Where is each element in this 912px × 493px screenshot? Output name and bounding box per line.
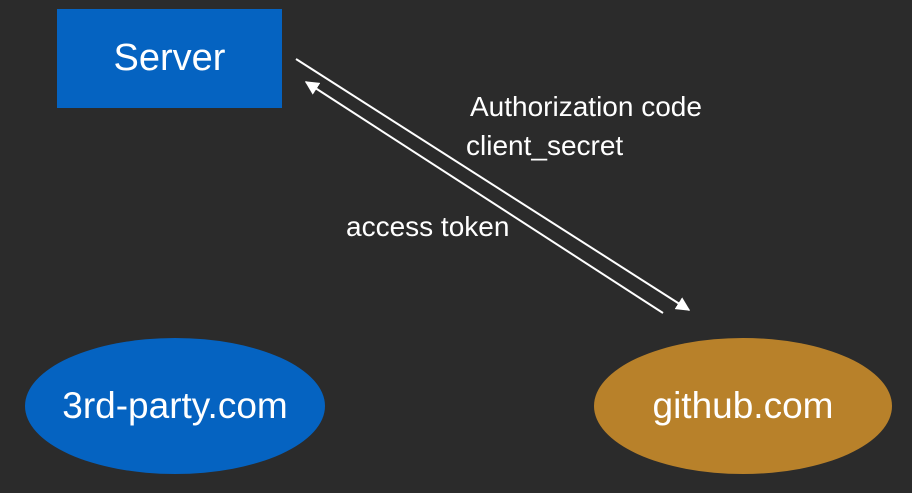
response-arrow [304,81,664,314]
server-label: Server [113,37,226,79]
access-token-label: access token [346,211,510,242]
third-party-label: 3rd-party.com [62,385,288,426]
server-node: Server [57,9,282,108]
github-node: github.com [594,338,892,474]
authorization-code-label: Authorization code [470,91,702,122]
github-label: github.com [652,385,834,426]
third-party-node: 3rd-party.com [25,338,325,474]
client-secret-label: client_secret [466,130,624,161]
request-arrow [295,58,691,311]
